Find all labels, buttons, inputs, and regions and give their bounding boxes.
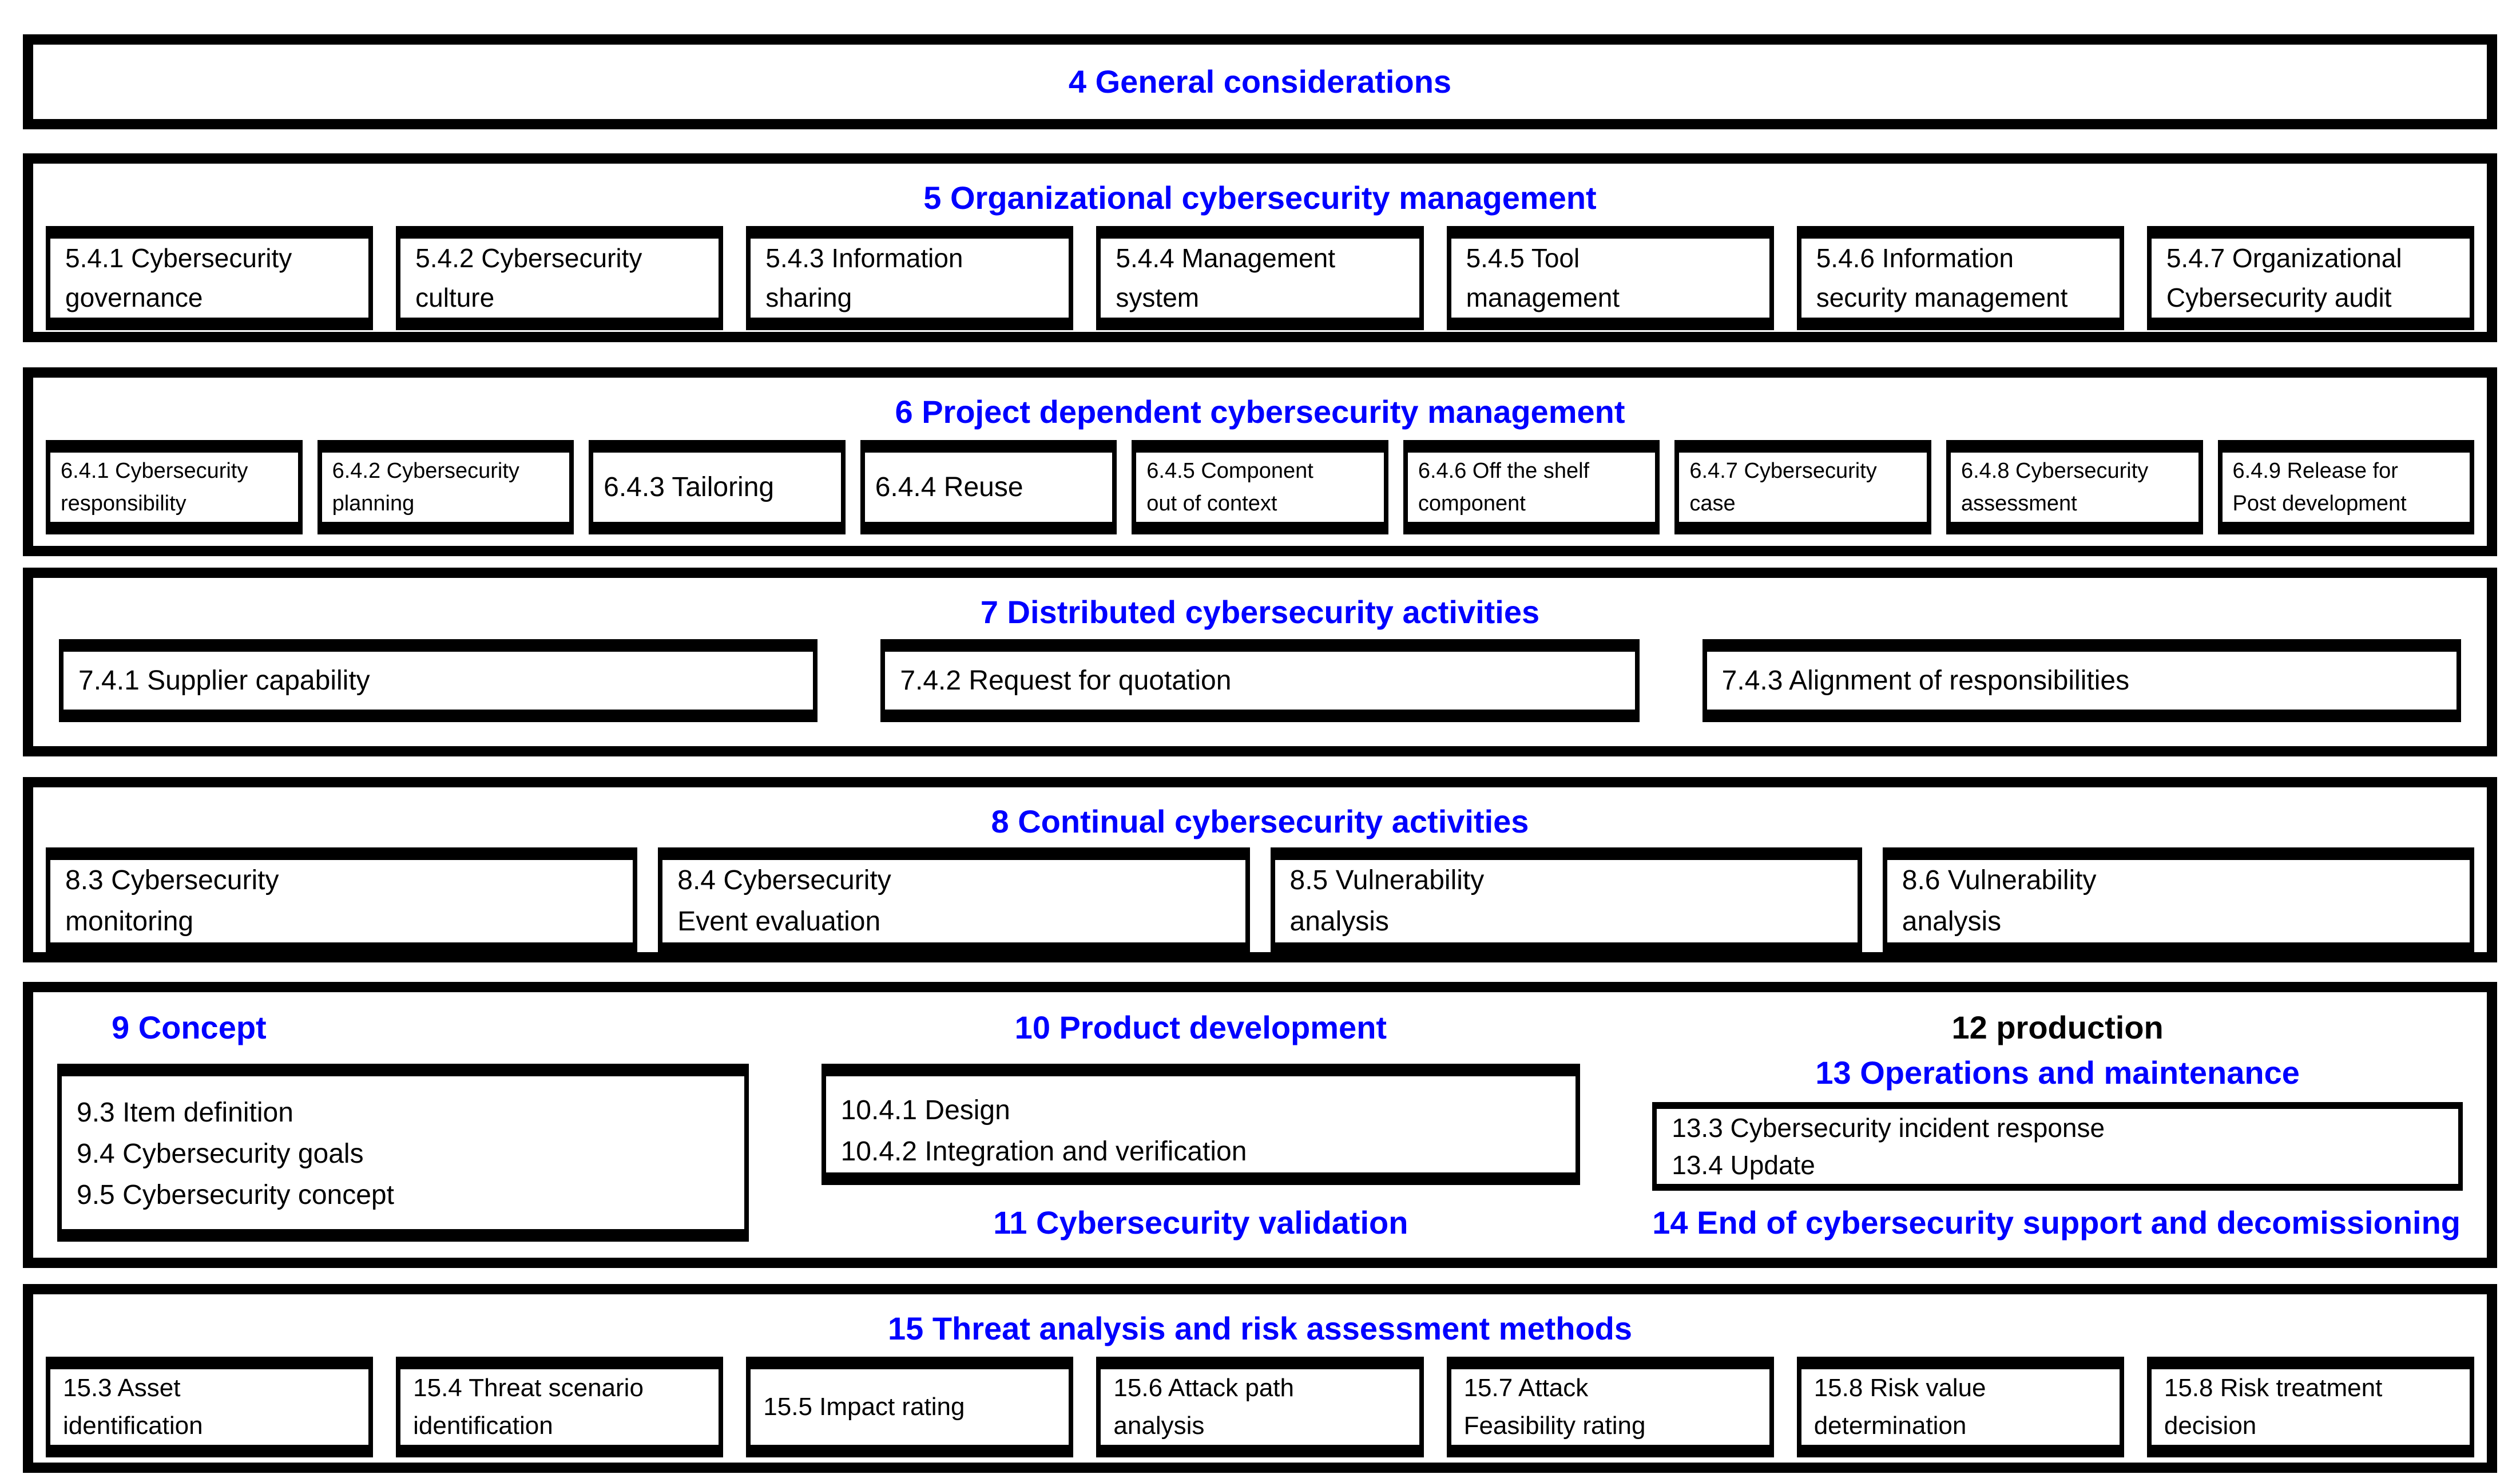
section-8-continual-cybersecurity-activities: 8 Continual cybersecurity activities 8.3… bbox=[23, 777, 2497, 962]
lifecycle-production-operations-column: 12 production 13 Operations and maintena… bbox=[1652, 998, 2463, 1242]
box-6-4-5-component-out-of-context: 6.4.5 Component out of context bbox=[1132, 440, 1388, 534]
box-5-4-1-cybersecurity-governance: 5.4.1 Cybersecurity governance bbox=[46, 226, 374, 331]
box-5-4-2-cybersecurity-culture: 5.4.2 Cybersecurity culture bbox=[396, 226, 724, 331]
box-5-4-4-management-system: 5.4.4 Management system bbox=[1096, 226, 1424, 331]
section-6-project-dependent-cybersecurity-management: 6 Project dependent cybersecurity manage… bbox=[23, 367, 2497, 556]
box-8-4-cybersecurity-event-evaluation: 8.4 Cybersecurity Event evaluation bbox=[658, 847, 1250, 956]
section-5-title: 5 Organizational cybersecurity managemen… bbox=[923, 180, 1597, 216]
section-10-title: 10 Product development bbox=[1014, 1009, 1387, 1045]
box-5-4-6-information-security-management: 5.4.6 Information security management bbox=[1796, 226, 2124, 331]
section-7-title: 7 Distributed cybersecurity activities bbox=[980, 594, 1540, 630]
box-5-4-7-organizational-cybersecurity-audit: 5.4.7 Organizational Cybersecurity audit bbox=[2146, 226, 2474, 331]
box-15-8-risk-treatment-decision: 15.8 Risk treatment decision bbox=[2146, 1357, 2474, 1458]
box-10-product-development-activities: 10.4.1 Design 10.4.2 Integration and ver… bbox=[821, 1064, 1581, 1186]
box-5-4-3-information-sharing: 5.4.3 Information sharing bbox=[746, 226, 1074, 331]
lifecycle-product-development-column: 10 Product development 10.4.1 Design 10.… bbox=[821, 998, 1581, 1242]
box-6-4-9-release-for-post-development: 6.4.9 Release for Post development bbox=[2217, 440, 2475, 534]
box-6-4-3-tailoring: 6.4.3 Tailoring bbox=[589, 440, 846, 534]
box-7-4-2-request-for-quotation: 7.4.2 Request for quotation bbox=[880, 639, 1640, 722]
box-15-8-risk-value-determination: 15.8 Risk value determination bbox=[1796, 1357, 2124, 1458]
section-13-title: 13 Operations and maintenance bbox=[1815, 1055, 2300, 1091]
box-13-operations-maintenance-activities: 13.3 Cybersecurity incident response 13.… bbox=[1652, 1102, 2463, 1191]
section-5-boxes: 5.4.1 Cybersecurity governance 5.4.2 Cyb… bbox=[33, 217, 2487, 342]
box-6-4-8-cybersecurity-assessment: 6.4.8 Cybersecurity assessment bbox=[1946, 440, 2203, 534]
section-11-title: 11 Cybersecurity validation bbox=[993, 1204, 1408, 1241]
section-14-title: 14 End of cybersecurity support and deco… bbox=[1652, 1204, 2461, 1241]
section-4-general-considerations: 4 General considerations bbox=[23, 34, 2497, 129]
section-8-boxes: 8.3 Cybersecurity monitoring 8.4 Cyberse… bbox=[33, 841, 2487, 981]
section-4-title: 4 General considerations bbox=[1068, 64, 1452, 100]
lifecycle-concept-column: 9 Concept 9.3 Item definition 9.4 Cybers… bbox=[57, 998, 749, 1242]
section-15-boxes: 15.3 Asset identification 15.4 Threat sc… bbox=[33, 1348, 2487, 1469]
box-6-4-4-reuse: 6.4.4 Reuse bbox=[860, 440, 1117, 534]
section-lifecycle-phases: 9 Concept 9.3 Item definition 9.4 Cybers… bbox=[23, 982, 2497, 1268]
section-5-organizational-cybersecurity-management: 5 Organizational cybersecurity managemen… bbox=[23, 153, 2497, 342]
section-7-distributed-cybersecurity-activities: 7 Distributed cybersecurity activities 7… bbox=[23, 568, 2497, 756]
section-6-boxes: 6.4.1 Cybersecurity responsibility 6.4.2… bbox=[33, 431, 2487, 546]
box-15-4-threat-scenario-identification: 15.4 Threat scenario identification bbox=[396, 1357, 724, 1458]
section-9-title: 9 Concept bbox=[112, 1009, 267, 1045]
box-9-concept-activities: 9.3 Item definition 9.4 Cybersecurity go… bbox=[57, 1064, 749, 1242]
box-15-7-attack-feasibility-rating: 15.7 Attack Feasibility rating bbox=[1446, 1357, 1774, 1458]
box-15-6-attack-path-analysis: 15.6 Attack path analysis bbox=[1096, 1357, 1424, 1458]
box-8-5-vulnerability-analysis: 8.5 Vulnerability analysis bbox=[1270, 847, 1862, 956]
box-8-6-vulnerability-analysis: 8.6 Vulnerability analysis bbox=[1882, 847, 2474, 956]
box-15-3-asset-identification: 15.3 Asset identification bbox=[46, 1357, 374, 1458]
box-6-4-1-cybersecurity-responsibility: 6.4.1 Cybersecurity responsibility bbox=[46, 440, 303, 534]
box-6-4-2-cybersecurity-planning: 6.4.2 Cybersecurity planning bbox=[317, 440, 574, 534]
section-12-title: 12 production bbox=[1951, 1009, 2164, 1045]
section-6-title: 6 Project dependent cybersecurity manage… bbox=[895, 394, 1625, 430]
box-7-4-1-supplier-capability: 7.4.1 Supplier capability bbox=[59, 639, 818, 722]
box-15-5-impact-rating: 15.5 Impact rating bbox=[746, 1357, 1074, 1458]
section-8-title: 8 Continual cybersecurity activities bbox=[991, 803, 1529, 839]
box-6-4-7-cybersecurity-case: 6.4.7 Cybersecurity case bbox=[1674, 440, 1931, 534]
section-15-threat-analysis-risk-assessment: 15 Threat analysis and risk assessment m… bbox=[23, 1284, 2497, 1473]
box-5-4-5-tool-management: 5.4.5 Tool management bbox=[1446, 226, 1774, 331]
box-8-3-cybersecurity-monitoring: 8.3 Cybersecurity monitoring bbox=[46, 847, 638, 956]
box-7-4-3-alignment-of-responsibilities: 7.4.3 Alignment of responsibilities bbox=[1702, 639, 2461, 722]
box-6-4-6-off-the-shelf-component: 6.4.6 Off the shelf component bbox=[1403, 440, 1660, 534]
section-15-title: 15 Threat analysis and risk assessment m… bbox=[887, 1310, 1633, 1346]
section-7-boxes: 7.4.1 Supplier capability 7.4.2 Request … bbox=[33, 631, 2487, 746]
